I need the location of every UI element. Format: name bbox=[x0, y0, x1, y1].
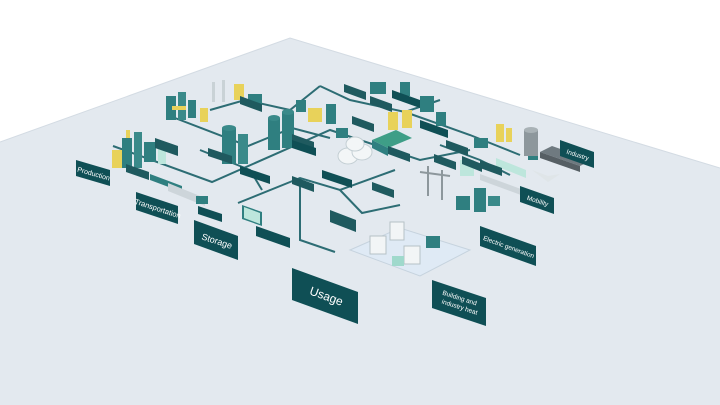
building-platform bbox=[348, 221, 472, 277]
sign-storage: Storage bbox=[194, 220, 238, 260]
control-modules bbox=[126, 84, 502, 232]
ground-plane bbox=[0, 38, 720, 405]
ground-plane-edge bbox=[0, 37, 720, 169]
sign-building-industry-heat: Building and industry heat bbox=[432, 280, 486, 326]
sign-production: Production bbox=[76, 160, 111, 186]
sign-usage: Usage bbox=[292, 268, 358, 324]
transport-trucks bbox=[168, 183, 262, 226]
sign-industry: Industry bbox=[560, 140, 594, 168]
sign-mobility: Mobility bbox=[520, 186, 554, 214]
device-label-signs bbox=[198, 90, 448, 248]
storage-plants bbox=[222, 82, 446, 165]
production-plants bbox=[112, 80, 262, 192]
